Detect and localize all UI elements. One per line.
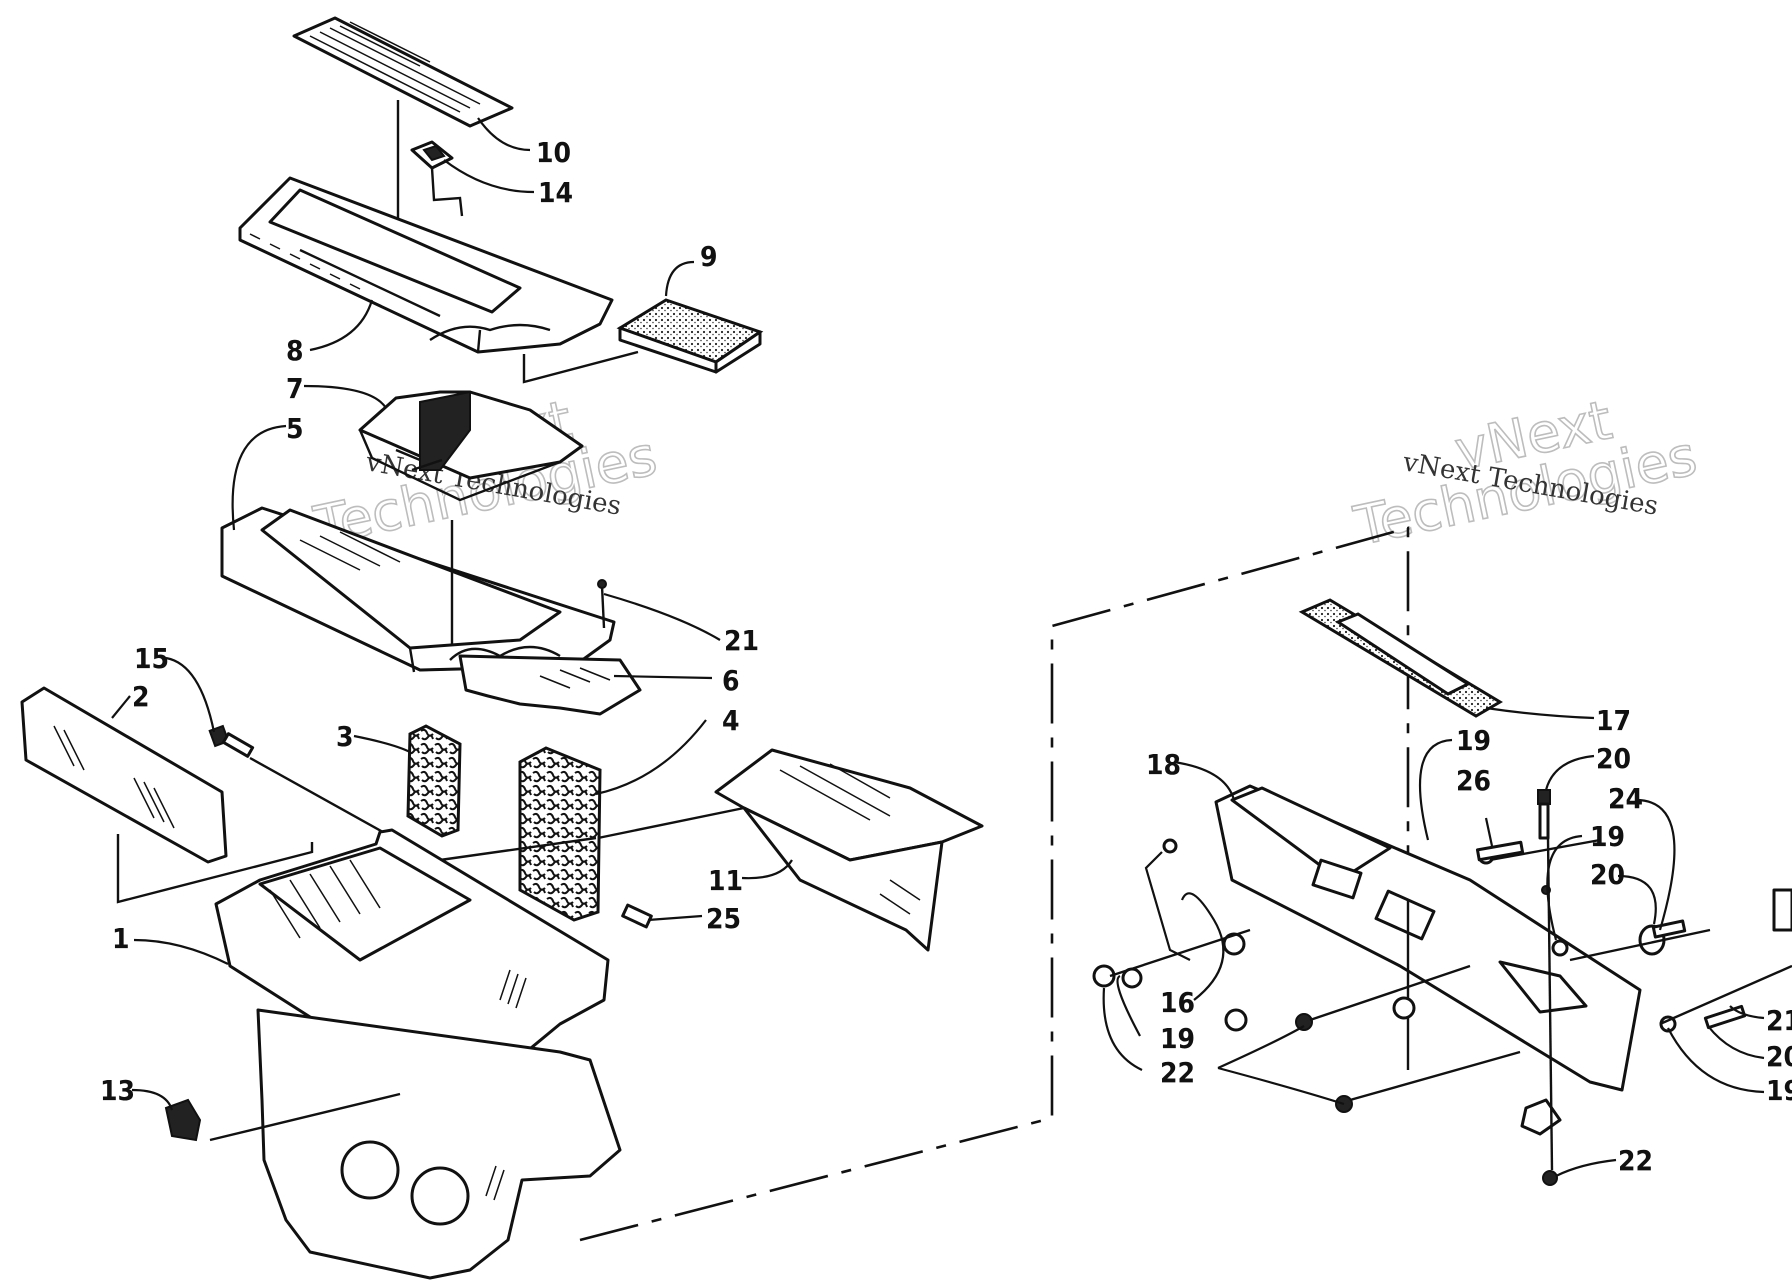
part-8-housing-lid: [238, 176, 639, 384]
part-17-gasket: [1298, 598, 1503, 718]
watermark-right: vNext Technologies vNext Technologies: [1348, 387, 1703, 558]
part-3-foam-gasket: [406, 724, 462, 838]
label-part-19d: 19: [1766, 1074, 1792, 1107]
part-14-clip: [410, 140, 464, 217]
label-part-2: 2: [132, 680, 150, 713]
label-part-25: 25: [706, 902, 741, 935]
label-part-4: 4: [722, 704, 740, 737]
part-10-cover-plate: [292, 16, 514, 242]
part-2-side-panel: [20, 686, 314, 904]
label-part-19b: 19: [1590, 820, 1625, 853]
label-part-1: 1: [112, 922, 130, 955]
leader-lines: [111, 117, 1765, 1177]
part-13-clip: [164, 1098, 202, 1142]
label-part-7: 7: [286, 372, 304, 405]
label-part-6: 6: [722, 664, 740, 697]
label-part-18: 18: [1146, 748, 1181, 781]
label-part-24: 24: [1608, 782, 1643, 815]
label-part-20: 20: [1596, 742, 1631, 775]
label-part-20c: 20: [1766, 1040, 1792, 1073]
label-part-13: 13: [100, 1074, 135, 1107]
label-part-21b: 21: [1766, 1004, 1792, 1037]
part-25-screw: [621, 903, 653, 929]
label-part-14: 14: [538, 176, 573, 209]
part-11-intake-scoop: [597, 748, 984, 952]
label-part-9: 9: [700, 240, 718, 273]
part-7-intake-duct: [358, 390, 584, 502]
label-part-19c: 19: [1160, 1022, 1195, 1055]
label-part-21: 21: [724, 624, 759, 657]
part-9-filter-element: [616, 298, 764, 374]
part-6-manifold: [458, 654, 642, 716]
label-part-15: 15: [134, 642, 169, 675]
label-part-22: 22: [1160, 1056, 1195, 1089]
label-part-10: 10: [536, 136, 571, 169]
label-part-17: 17: [1596, 704, 1631, 737]
label-part-26: 26: [1456, 764, 1491, 797]
part-18-bracket: [1214, 784, 1642, 1092]
part-1-main-airbox: [209, 828, 622, 1280]
label-part-20b: 20: [1590, 858, 1625, 891]
label-part-19: 19: [1456, 724, 1491, 757]
part-21-screw: [597, 579, 607, 629]
part-4-foam-panel: [439, 746, 602, 922]
label-part-8: 8: [286, 334, 304, 367]
label-part-5: 5: [286, 412, 304, 445]
label-part-16: 16: [1160, 986, 1195, 1019]
label-part-22b: 22: [1618, 1144, 1653, 1177]
part-labels: 10 14 9 8 7 5 21 6 15 2 3 4 11 25 1 13 1…: [100, 136, 1792, 1177]
label-part-11: 11: [708, 864, 743, 897]
part-16-rod: [1144, 838, 1191, 961]
part-15-bolt: [208, 724, 391, 838]
part-5-airbox-middle: [220, 506, 616, 673]
label-part-3: 3: [336, 720, 354, 753]
